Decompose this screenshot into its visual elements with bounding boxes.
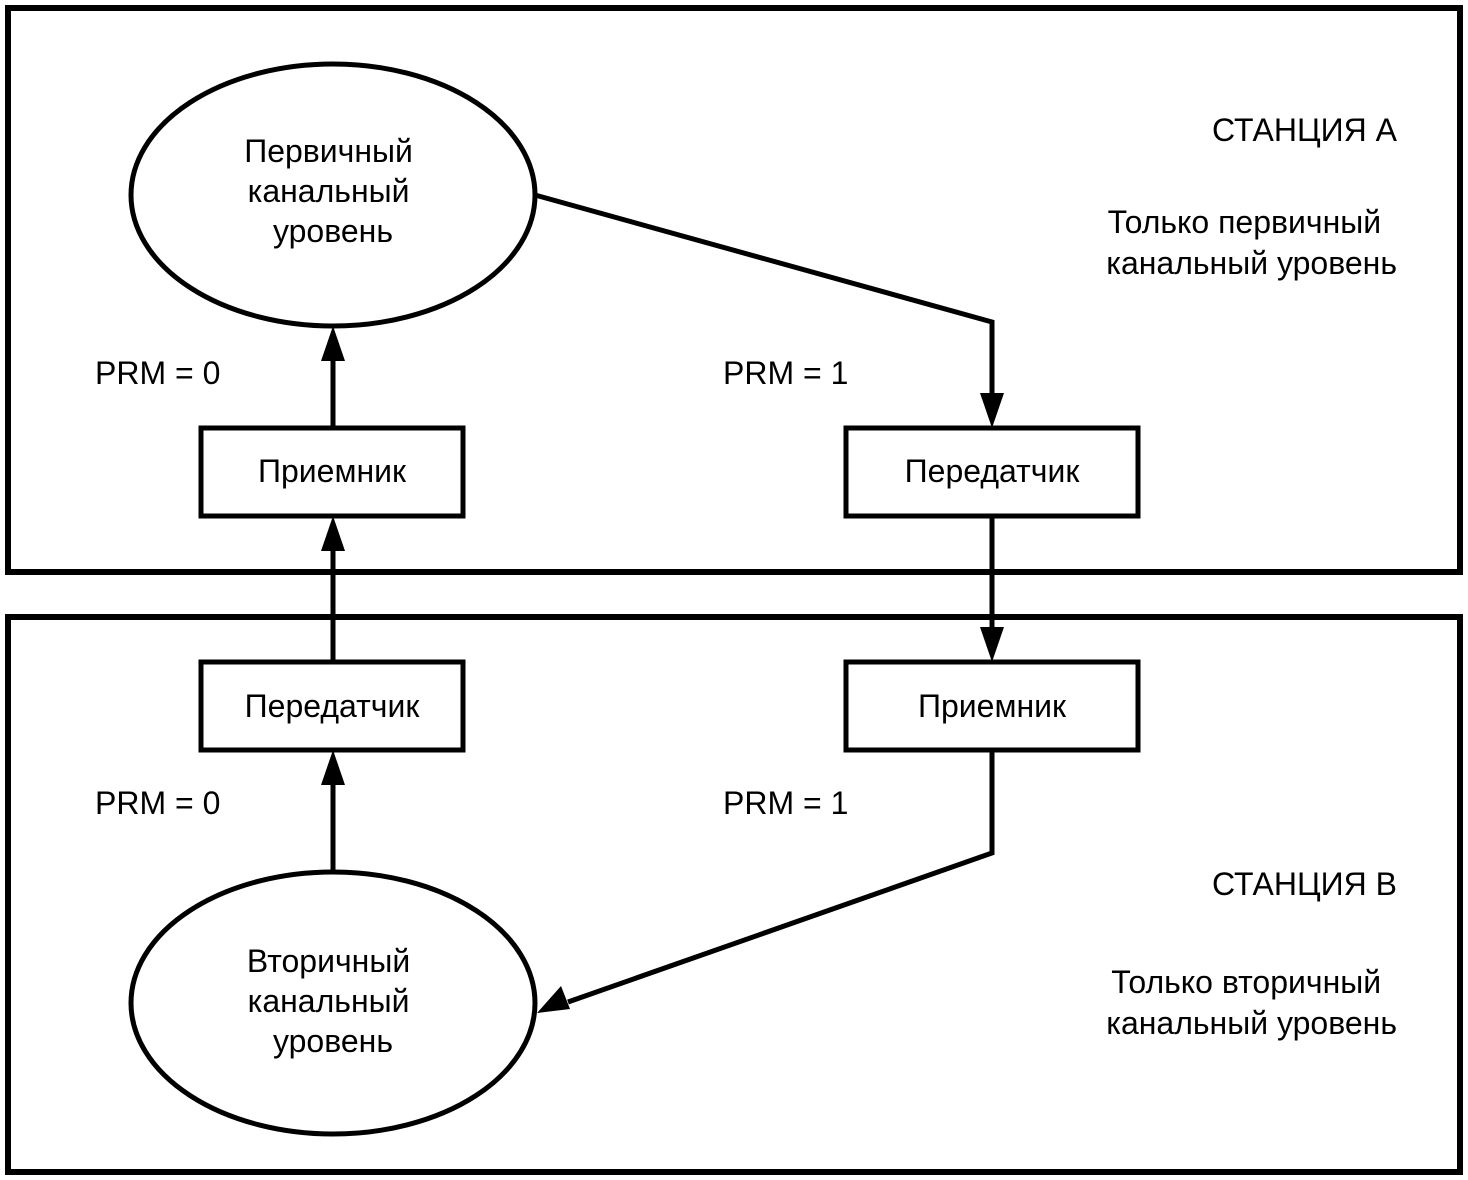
station-b-prm-left: PRM = 0 [95, 785, 220, 821]
station-a-prm-right: PRM = 1 [723, 355, 848, 391]
station-a-transmitter-label: Передатчик [905, 453, 1081, 489]
station-b-frame [5, 614, 1463, 1175]
arrow-head-a-receiver [321, 516, 345, 551]
arrow-head-secondary [537, 986, 570, 1013]
station-b-transmitter-box [198, 659, 466, 753]
station-a-receiver-box [198, 425, 466, 519]
arrow-primary-to-a-transmitter [534, 192, 995, 396]
arrow-b-receiver-to-secondary [567, 750, 995, 1005]
arrow-head-b-transmitter [321, 750, 345, 785]
primary-link-layer-label: Первичный канальный уровень [244, 133, 422, 249]
secondary-link-layer-label: Вторичный канальный уровень [247, 943, 419, 1059]
station-a-prm-left: PRM = 0 [95, 355, 220, 391]
station-b: СТАНЦИЯ В Только вторичный канальный уро… [5, 614, 1463, 1175]
station-a-frame [5, 5, 1463, 575]
arrow-head-b-receiver [980, 627, 1004, 662]
connectors [321, 192, 1004, 1013]
station-b-receiver-label: Приемник [918, 688, 1067, 724]
station-a: СТАНЦИЯ А Только первичный канальный уро… [5, 5, 1463, 575]
station-a-receiver-label: Приемник [258, 453, 407, 489]
arrow-head-primary [321, 326, 345, 361]
station-a-title: СТАНЦИЯ А [1212, 112, 1398, 148]
station-b-prm-right: PRM = 1 [723, 785, 848, 821]
station-b-receiver-box [843, 659, 1141, 753]
station-b-transmitter-label: Передатчик [245, 688, 421, 724]
arrow-head-a-transmitter [980, 393, 1004, 428]
station-b-description: Только вторичный канальный уровень [1106, 964, 1397, 1041]
station-b-title: СТАНЦИЯ В [1212, 866, 1397, 902]
station-a-description: Только первичный канальный уровень [1106, 204, 1397, 281]
